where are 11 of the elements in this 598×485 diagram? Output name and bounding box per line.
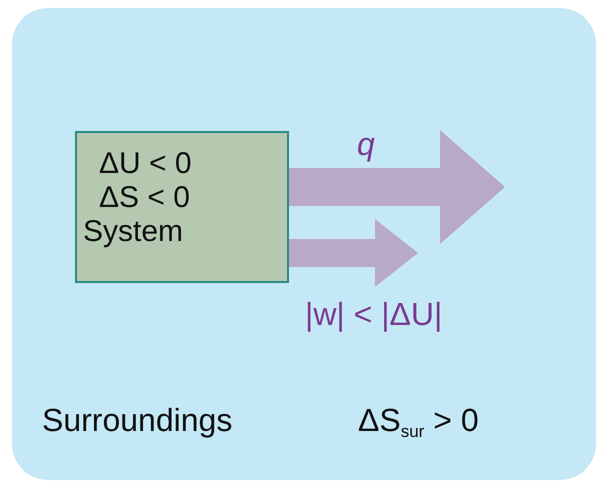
system-label: System xyxy=(83,215,184,249)
edge-label: q xyxy=(357,126,375,163)
flow-arrow xyxy=(289,130,505,244)
system-label: ΔU < 0 xyxy=(99,147,193,181)
system-box xyxy=(75,131,289,283)
edge-label: |w| < |ΔU| xyxy=(305,296,442,333)
surroundings-panel xyxy=(12,8,596,480)
flow-arrow xyxy=(289,219,418,287)
surroundings-label: ΔS$_{sur}$ > 0 xyxy=(358,402,479,442)
system-label: ΔS < 0 xyxy=(99,181,191,215)
surroundings-label: Surroundings xyxy=(42,402,232,439)
